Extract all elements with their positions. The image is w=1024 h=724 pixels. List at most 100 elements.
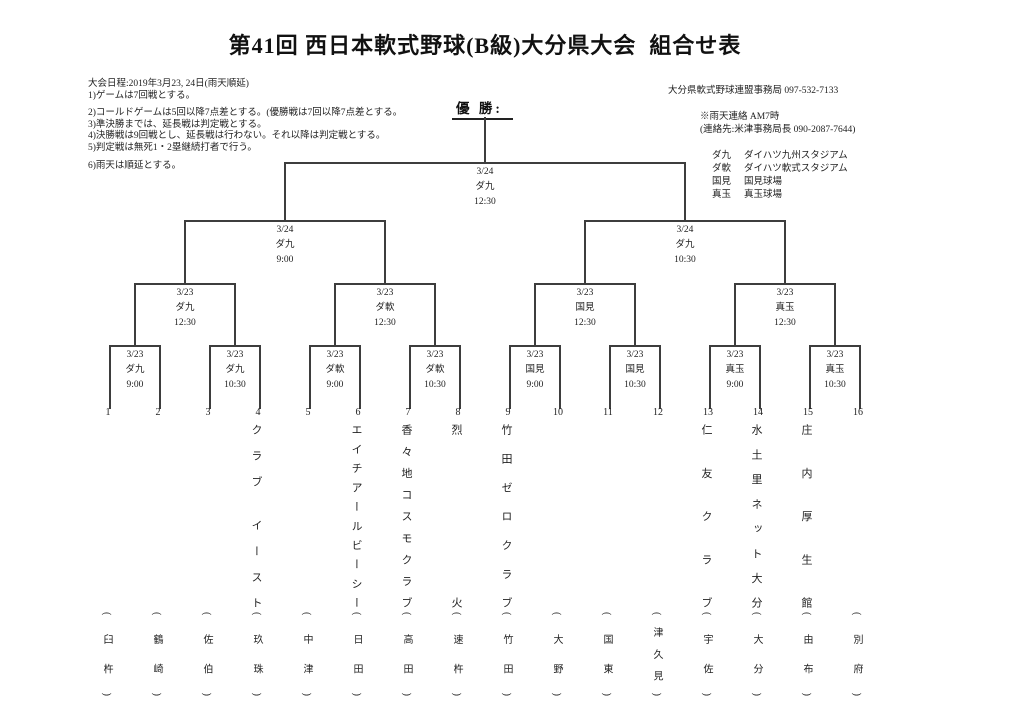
bracket-line (734, 283, 736, 347)
team-slot-12-number: 12 (653, 407, 663, 418)
team-slot-6-district: (日田) (351, 612, 362, 696)
team-slot-line (759, 345, 761, 409)
match-date: 3/23 (626, 350, 644, 360)
bracket-line (184, 220, 186, 285)
team-slot-14-number: 14 (753, 407, 763, 418)
team-slot-10-district: (大野) (551, 612, 562, 696)
team-slot-13-name: 仁友クラブ (700, 424, 712, 608)
match-venue: ダ九 (475, 182, 495, 192)
bracket-line (234, 283, 236, 347)
team-slot-6-name: エイチアールビーシー (350, 424, 362, 608)
quarterfinal-connector-line (334, 283, 436, 285)
team-slot-5-number: 5 (305, 407, 311, 418)
match-time: 9:00 (326, 380, 344, 390)
team-slot-2-number: 2 (155, 407, 161, 418)
semifinal-connector-line (584, 220, 786, 222)
match-venue: 真玉 (725, 365, 745, 375)
quarterfinal-connector-line (734, 283, 836, 285)
team-slot-line (809, 345, 811, 409)
match-venue: 真玉 (775, 303, 795, 313)
team-slot-4-name: クラブ イースト (250, 424, 262, 608)
match-venue: 真玉 (825, 365, 845, 375)
office-contact: 大分県軟式野球連盟事務局 097-532-7133 (668, 86, 839, 96)
match-venue: 国見 (625, 365, 645, 375)
team-slot-8-number: 8 (455, 407, 461, 418)
match-time: 10:30 (224, 380, 246, 390)
team-slot-line (359, 345, 361, 409)
match-date: 3/23 (376, 288, 394, 298)
rule-line-5: 5)判定戦は無死1・2塁継続打者で行う。 (88, 142, 257, 153)
bracket-line (434, 283, 436, 347)
venue-name: 国見球場 (744, 177, 783, 187)
round1-connector-line (709, 345, 761, 347)
team-slot-line (559, 345, 561, 409)
team-slot-line (659, 345, 661, 409)
round1-connector-line (109, 345, 161, 347)
team-slot-line (409, 345, 411, 409)
team-slot-9-district: (竹田) (501, 612, 512, 696)
match-date: 3/23 (776, 288, 794, 298)
team-slot-1-number: 1 (105, 407, 111, 418)
match-time: 9:00 (526, 380, 544, 390)
team-slot-9-name: 竹田ゼロクラブ (500, 424, 512, 608)
schedule-line: 大会日程:2019年3月23, 24日(雨天順延) (88, 79, 249, 89)
round1-connector-line (409, 345, 461, 347)
team-slot-line (609, 345, 611, 409)
match-time: 12:30 (174, 318, 196, 328)
match-venue: ダ九 (225, 365, 245, 375)
match-time: 12:30 (574, 318, 596, 328)
quarterfinal-match-3: 3/23 国見 12:30 (540, 286, 630, 331)
team-slot-line (159, 345, 161, 409)
team-slot-4-number: 4 (255, 407, 261, 418)
match-date: 3/23 (726, 350, 744, 360)
bracket-line (684, 162, 686, 222)
match-venue: ダ軟 (325, 365, 345, 375)
match-date: 3/23 (426, 350, 444, 360)
match-venue: ダ九 (675, 240, 695, 250)
round1-connector-line (509, 345, 561, 347)
team-slot-10-number: 10 (553, 407, 563, 418)
match-venue: 国見 (575, 303, 595, 313)
team-slot-6-number: 6 (355, 407, 361, 418)
bracket-line (534, 283, 536, 347)
team-slot-13-number: 13 (703, 407, 713, 418)
match-time: 9:00 (276, 255, 294, 265)
bracket-line (384, 220, 386, 285)
team-slot-line (709, 345, 711, 409)
match-date: 3/23 (576, 288, 594, 298)
bracket-line (284, 162, 286, 222)
venue-legend: ダ九ダイハツ九州スタジアムダ軟ダイハツ軟式スタジアム国見国見球場真玉真玉球場 (712, 150, 848, 202)
match-time: 10:30 (624, 380, 646, 390)
venue-legend-row: ダ軟ダイハツ軟式スタジアム (712, 163, 848, 176)
tournament-rules: 大会日程:2019年3月23, 24日(雨天順延) 1)ゲームは7回戦とする。2… (88, 79, 402, 173)
quarterfinal-connector-line (134, 283, 236, 285)
bracket-line (634, 283, 636, 347)
match-date: 3/23 (226, 350, 244, 360)
champion-stem-line (484, 117, 486, 164)
venue-abbr: 国見 (712, 177, 732, 187)
match-time: 10:30 (424, 380, 446, 390)
venue-abbr: ダ九 (712, 151, 732, 161)
team-slot-12-district: (津久見) (651, 612, 662, 696)
team-slot-3-number: 3 (205, 407, 211, 418)
bracket-line (584, 220, 586, 285)
team-slot-13-district: (宇佐) (701, 612, 712, 696)
match-time: 10:30 (674, 255, 696, 265)
match-venue: ダ九 (275, 240, 295, 250)
final-match: 3/24 ダ九 12:30 (440, 165, 530, 210)
venue-legend-row: 国見 国見球場 (712, 176, 848, 189)
match-date: 3/24 (476, 167, 494, 177)
match-venue: 国見 (525, 365, 545, 375)
team-slot-8-district: (速杵) (451, 612, 462, 696)
team-slot-5-district: (中津) (301, 612, 312, 696)
match-time: 12:30 (774, 318, 796, 328)
team-slot-16-district: (別府) (851, 612, 862, 696)
rule-line-3: 3)準決勝までは、延長戦は判定戦とする。 (88, 119, 267, 130)
match-time: 12:30 (474, 197, 496, 207)
